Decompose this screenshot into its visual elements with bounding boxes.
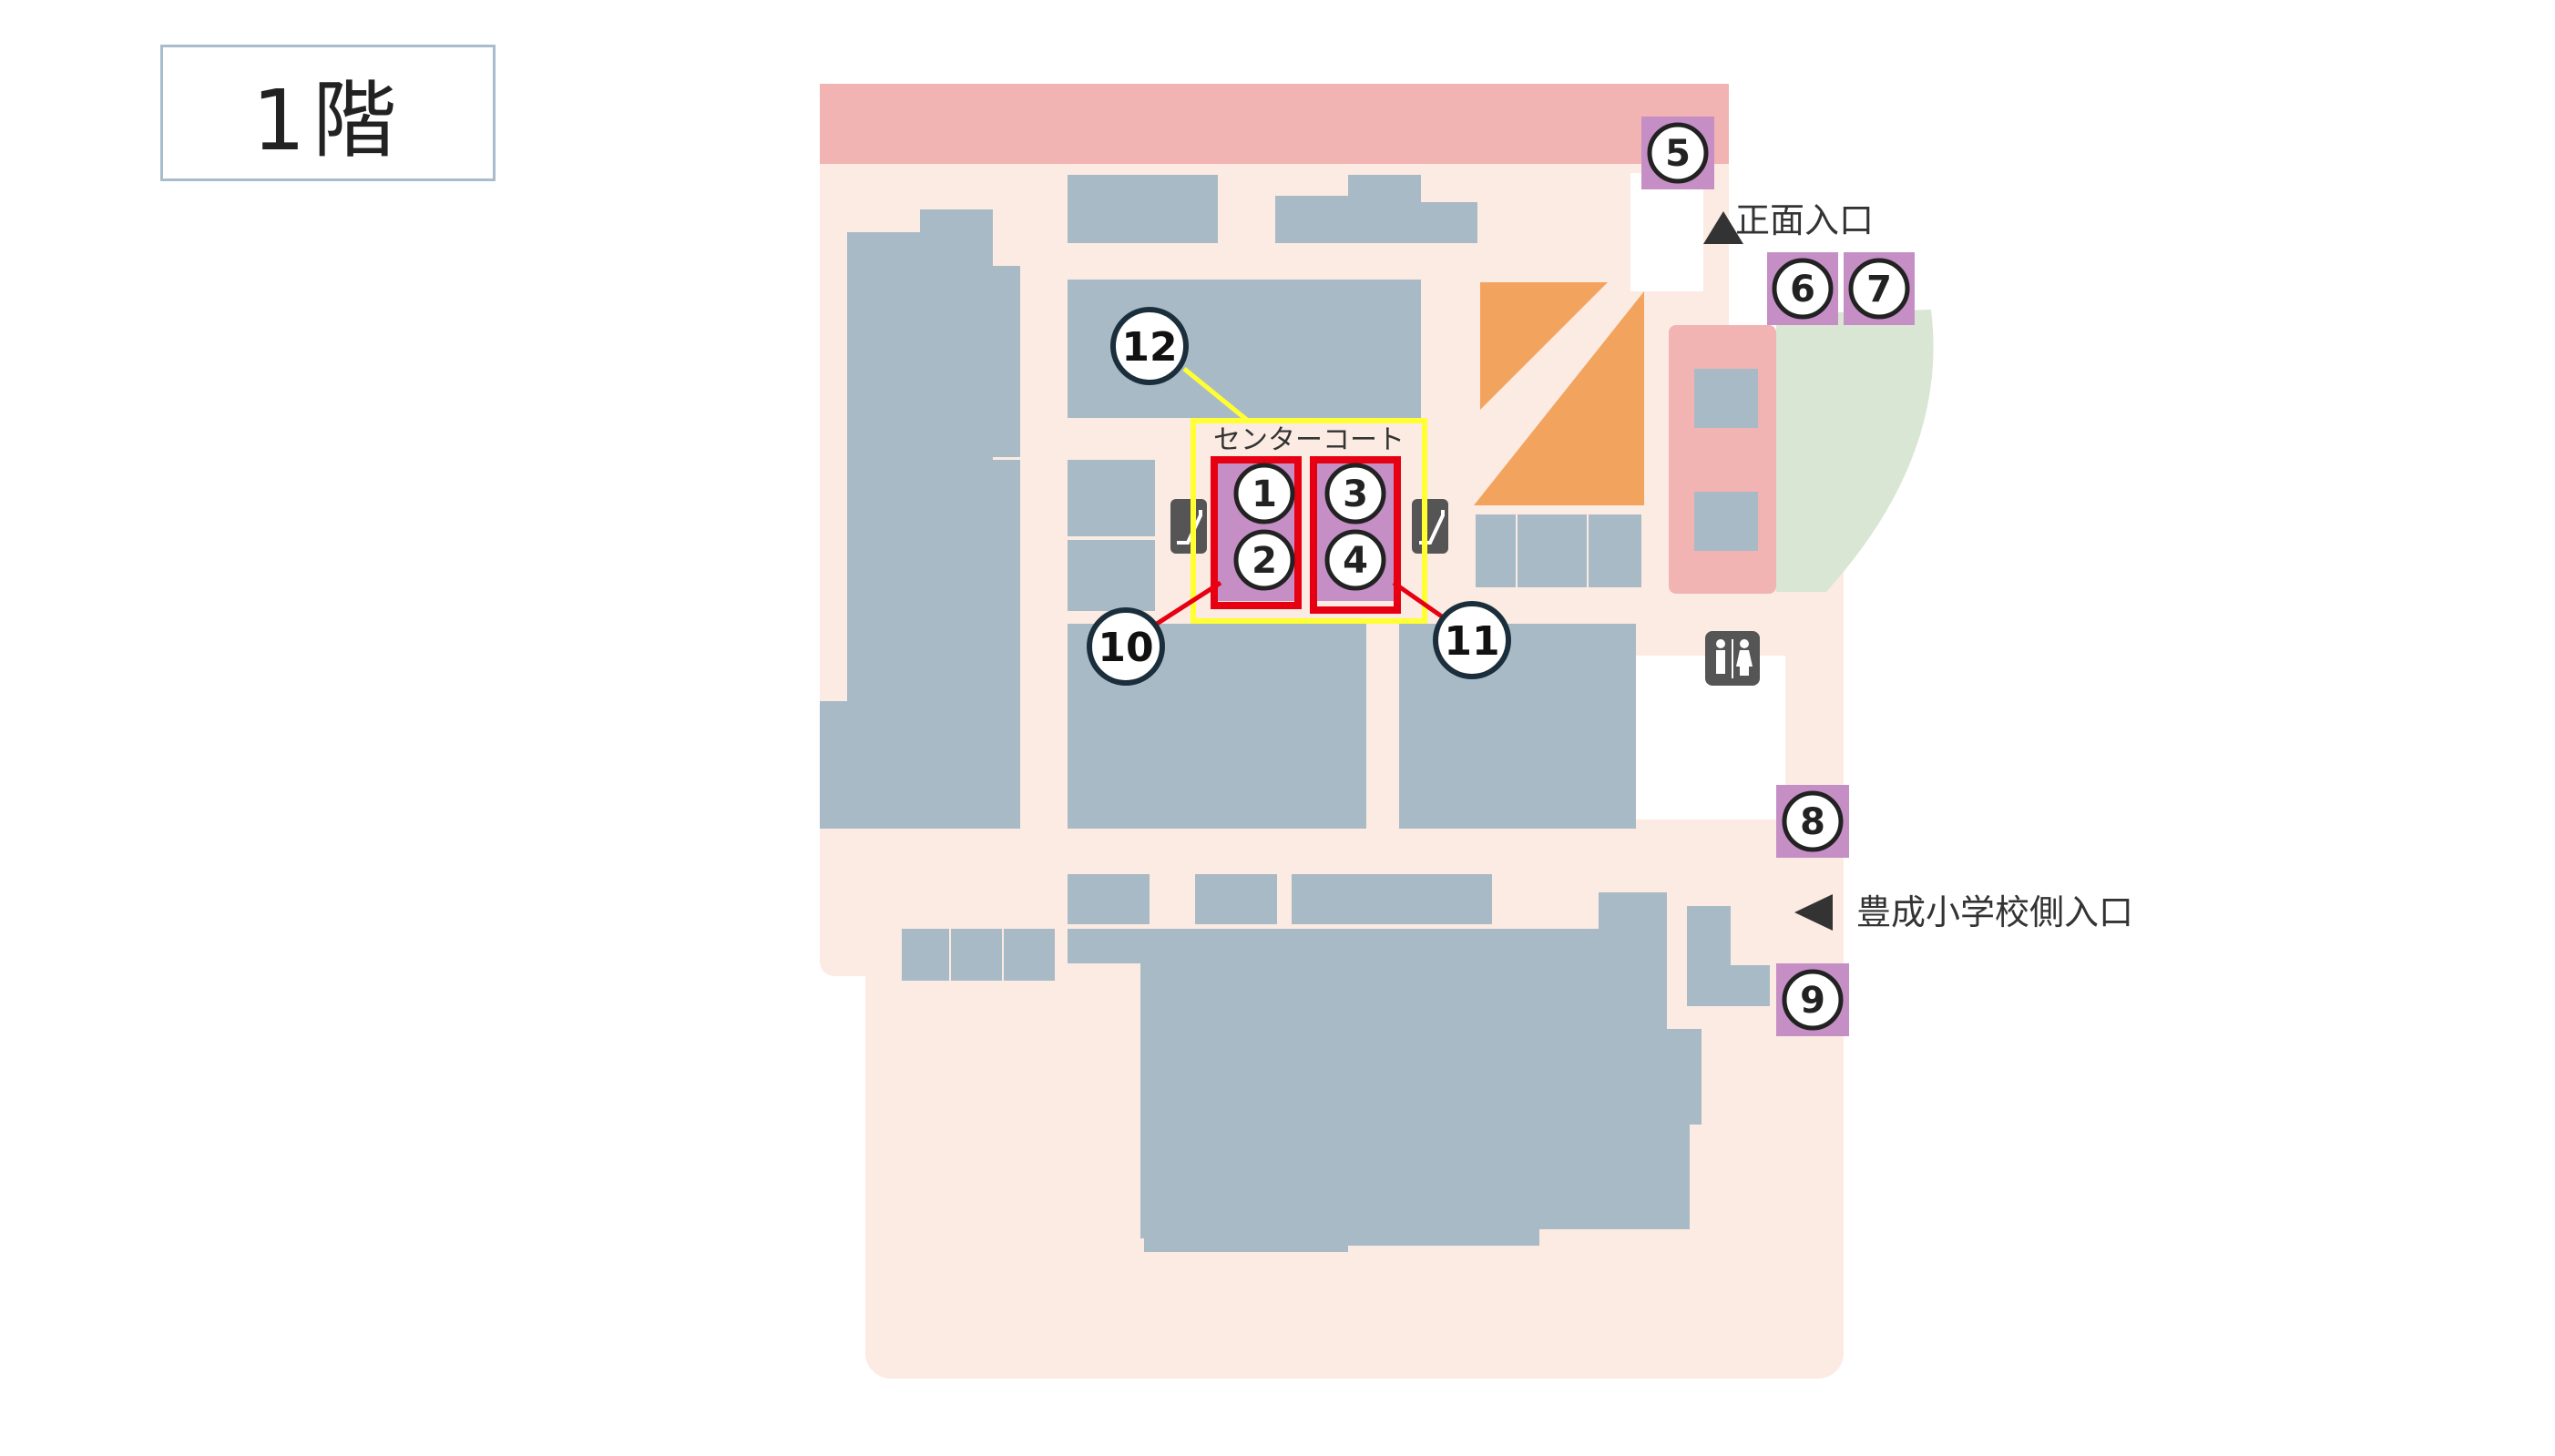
marker-9[interactable]: 9 <box>1782 969 1844 1031</box>
svg-text:4: 4 <box>1343 540 1368 582</box>
marker-1[interactable]: 1 <box>1233 463 1295 524</box>
marker-5[interactable]: 5 <box>1647 122 1709 184</box>
escalator-icon <box>1170 499 1207 554</box>
store-blocks <box>820 175 1770 1252</box>
triangle-arrow-left-icon <box>1794 894 1833 931</box>
marker-4[interactable]: 4 <box>1324 529 1386 591</box>
leader-line-11 <box>1392 580 1450 624</box>
main-entrance-label: 正面入口 <box>1735 200 1874 240</box>
svg-text:1: 1 <box>1252 473 1277 515</box>
marker-2[interactable]: 2 <box>1233 529 1295 591</box>
svg-text:3: 3 <box>1343 473 1368 515</box>
leader-line-12 <box>1182 367 1250 423</box>
svg-text:2: 2 <box>1252 540 1277 582</box>
green-area <box>1776 310 1934 592</box>
center-court-highlight <box>1191 418 1427 624</box>
svg-text:6: 6 <box>1790 269 1815 311</box>
marker-11[interactable]: 11 <box>1433 601 1511 679</box>
marker-8[interactable]: 8 <box>1782 790 1844 852</box>
svg-text:11: 11 <box>1444 618 1499 665</box>
marker-3[interactable]: 3 <box>1324 463 1386 524</box>
leader-line-10 <box>1155 580 1222 626</box>
orange-areas <box>1474 282 1644 505</box>
marker-6[interactable]: 6 <box>1772 258 1834 320</box>
floor-label: 1階 <box>160 45 496 181</box>
pink-block <box>1669 325 1776 594</box>
red-highlight-left <box>1211 456 1302 609</box>
pink-block-store-2 <box>1694 492 1758 551</box>
school-side-entrance-label: 豊成小学校側入口 <box>1856 892 2133 932</box>
triangle-arrow-up-icon <box>1703 211 1743 244</box>
top-corridor-band <box>820 84 1729 164</box>
svg-text:10: 10 <box>1098 625 1153 671</box>
center-court-label: センターコート <box>1213 424 1405 456</box>
main-entrance: 正面入口 <box>1703 200 1874 244</box>
svg-text:9: 9 <box>1800 980 1825 1022</box>
marker-12[interactable]: 12 <box>1110 307 1189 385</box>
svg-text:12: 12 <box>1121 324 1177 371</box>
svg-text:8: 8 <box>1800 801 1825 843</box>
escalator-icon <box>1412 499 1448 554</box>
svg-text:5: 5 <box>1665 133 1691 175</box>
red-highlight-right <box>1310 456 1401 614</box>
svg-text:7: 7 <box>1866 269 1892 311</box>
marker-10[interactable]: 10 <box>1087 607 1165 686</box>
school-side-entrance: 豊成小学校側入口 <box>1794 892 2133 932</box>
pink-block-store-1 <box>1694 369 1758 428</box>
restroom-icon <box>1705 631 1760 686</box>
marker-7[interactable]: 7 <box>1848 258 1910 320</box>
